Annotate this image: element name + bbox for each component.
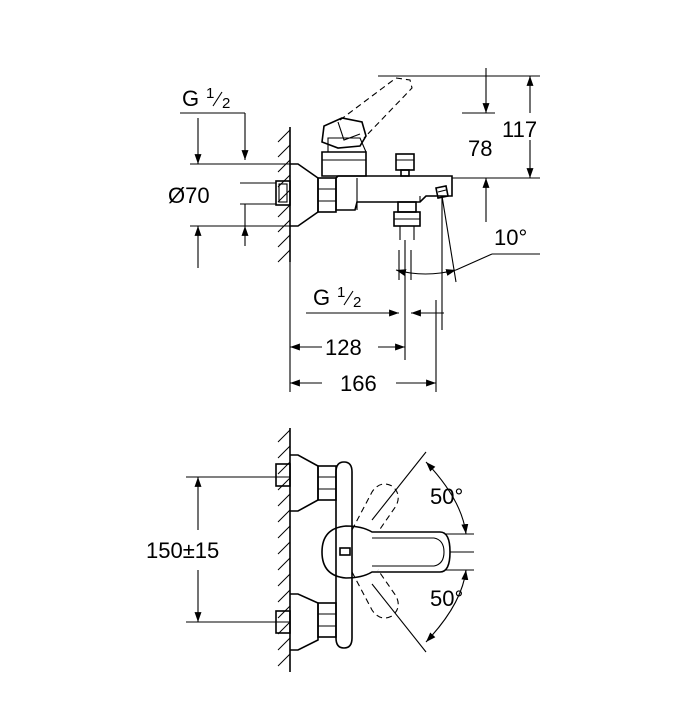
front-view (186, 428, 474, 672)
angle-top-label: 50° (430, 484, 463, 509)
lever-right-position (351, 569, 399, 619)
lever-open-position (339, 77, 413, 139)
dim-117-label: 117 (502, 117, 537, 142)
g-bottom-letter: G (313, 285, 330, 310)
g-top-letter: G (182, 86, 199, 111)
diverter-knob (395, 153, 415, 177)
lever-handle-front (321, 525, 451, 579)
mixer-body-front (335, 461, 353, 649)
lever-left-position (351, 483, 399, 533)
rosette-bottom-front (275, 593, 337, 651)
g-top-num: 1 (206, 85, 214, 102)
wall-side (277, 127, 291, 263)
nut-side (317, 177, 337, 213)
g-bottom-num: 1 (337, 284, 345, 301)
angle-10-label: 10° (494, 225, 527, 250)
dim-78-label: 78 (468, 136, 492, 161)
diameter-label: Ø70 (168, 183, 210, 208)
label-g-bottom: G 1 2 (313, 284, 361, 311)
cartridge-housing (321, 151, 367, 177)
label-g-top: G 1 2 (182, 85, 230, 112)
pipe-connector-side (275, 180, 291, 206)
mixer-body-side (335, 175, 453, 211)
dim-166-label: 166 (340, 371, 377, 396)
g-bottom-den: 2 (353, 294, 361, 311)
angle-bottom-label: 50° (430, 586, 463, 611)
side-view (180, 68, 540, 392)
dim-128-label: 128 (325, 335, 362, 360)
shower-connection (393, 201, 421, 240)
g-top-den: 2 (222, 95, 230, 112)
rosette-side (290, 163, 319, 227)
spout-outlet (435, 185, 449, 199)
dim-150-label: 150±15 (146, 538, 219, 563)
lever-handle-side (321, 117, 367, 149)
